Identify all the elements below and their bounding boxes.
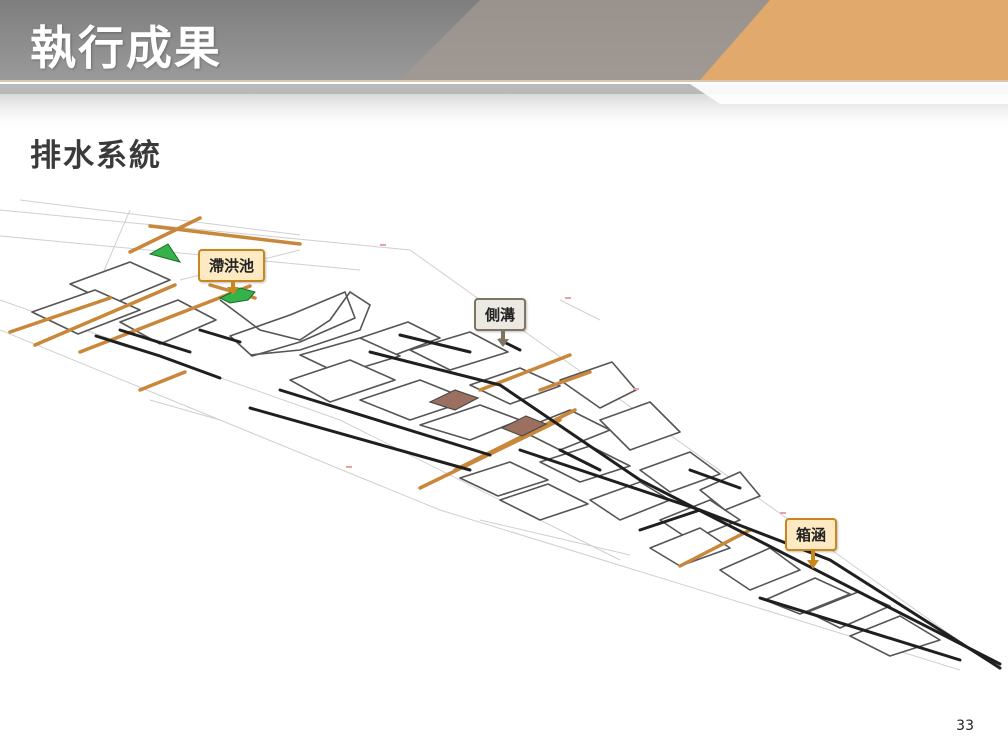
street-blocks <box>31 261 941 657</box>
side-ditch-arrow-stem <box>501 329 505 339</box>
box-culvert-arrow-icon <box>807 560 819 569</box>
header-banner <box>0 0 1008 134</box>
slide-subtitle: 排水系統 <box>30 138 162 174</box>
detention-pond-arrow-icon <box>227 287 239 295</box>
detention-pond-arrow-stem <box>231 280 235 287</box>
box-culvert-callout: 箱涵 <box>785 518 838 551</box>
box-culvert-lines <box>94 328 1002 670</box>
detention-pond-callout: 滯洪池 <box>198 249 266 282</box>
slide-title: 執行成果 <box>30 21 222 75</box>
box-culvert-arrow-stem <box>811 549 815 560</box>
page-number: 33 <box>956 718 974 734</box>
drainage-system-map <box>0 199 1002 671</box>
detention-ponds <box>148 243 256 304</box>
side-ditch-callout: 側溝 <box>474 298 527 331</box>
survey-markers <box>346 244 786 514</box>
facility-blocks <box>428 389 548 437</box>
side-ditch-arrow-icon <box>497 339 509 347</box>
detention-pond-1 <box>148 243 182 263</box>
winding-road <box>219 290 371 356</box>
